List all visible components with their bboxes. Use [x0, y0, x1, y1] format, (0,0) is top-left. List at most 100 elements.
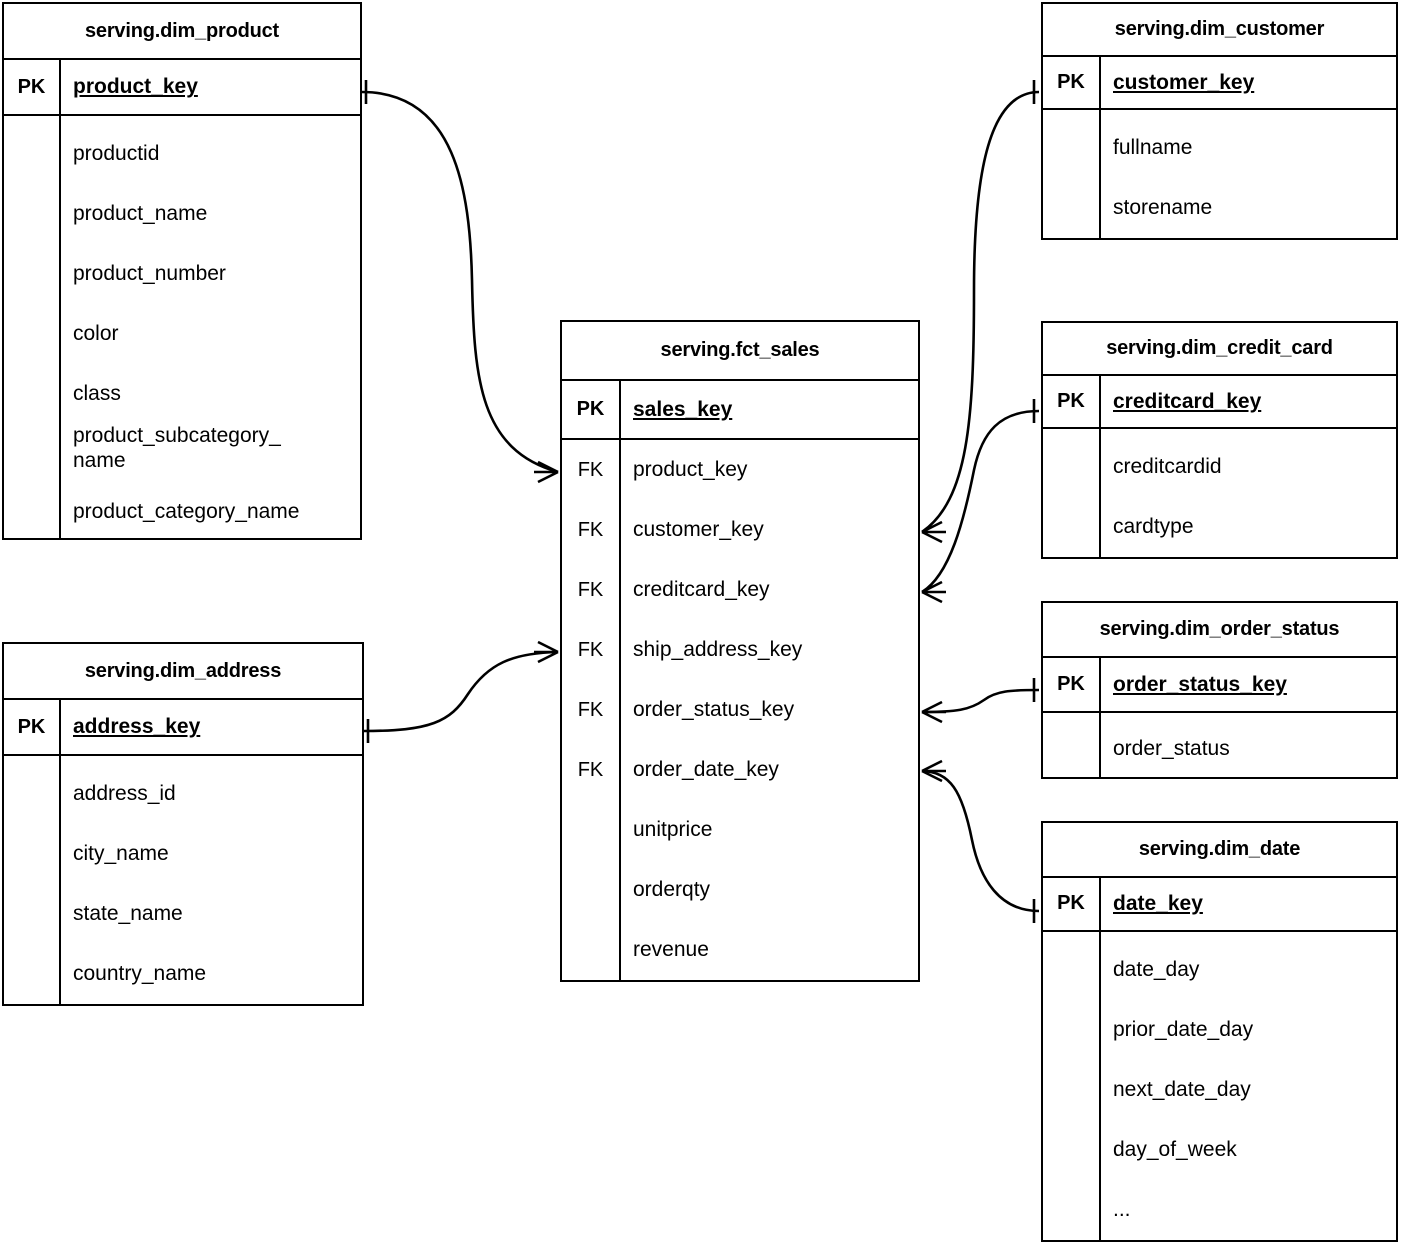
- fk-field-name: creditcard_key: [633, 578, 770, 601]
- fk-badge: FK: [562, 620, 621, 680]
- fk-badge: FK: [562, 500, 621, 560]
- attribute: product_number: [73, 262, 226, 286]
- entity-dim-address[interactable]: serving.dim_address PK address_key addre…: [2, 642, 364, 1006]
- relationship-date-to-sales: [921, 759, 1040, 923]
- entity-title-dim-credit-card: serving.dim_credit_card: [1043, 323, 1396, 376]
- attribute: storename: [1113, 196, 1213, 220]
- fk-row: FK creditcard_key: [562, 560, 918, 620]
- relationship-product-to-sales: [361, 80, 559, 484]
- pk-badge: PK: [4, 700, 61, 754]
- pk-row-dim-credit-card: PK creditcard_key: [1043, 376, 1396, 429]
- attr-list: fullname storename: [1101, 110, 1396, 238]
- pk-badge: PK: [1043, 376, 1101, 427]
- attribute: productid: [73, 142, 160, 166]
- fk-row: FK order_status_key: [562, 680, 918, 740]
- attr-list: creditcardid cardtype: [1101, 429, 1396, 557]
- attr-list: date_day prior_date_day next_date_day da…: [1101, 932, 1396, 1240]
- attributes-block-dim-address: address_id city_name state_name country_…: [4, 756, 362, 1004]
- attribute: prior_date_day: [1113, 1018, 1254, 1042]
- entity-title-dim-customer: serving.dim_customer: [1043, 4, 1396, 57]
- pk-badge: PK: [562, 381, 621, 438]
- entity-fct-sales[interactable]: serving.fct_sales PK sales_key FK produc…: [560, 320, 920, 982]
- pk-badge: PK: [1043, 877, 1101, 930]
- entity-title-dim-product: serving.dim_product: [4, 4, 360, 61]
- attr-key-column: [1043, 110, 1101, 238]
- pk-field-name: order_status_key: [1113, 672, 1287, 696]
- measure-row: unitprice: [562, 800, 918, 860]
- fk-badge: FK: [562, 560, 621, 620]
- pk-row-dim-date: PK date_key: [1043, 877, 1396, 932]
- attribute: product_name: [73, 202, 208, 226]
- attr-list: productid product_name product_number co…: [61, 116, 360, 538]
- entity-dim-date[interactable]: serving.dim_date PK date_key date_day pr…: [1041, 821, 1398, 1242]
- pk-row-dim-customer: PK customer_key: [1043, 57, 1396, 110]
- attribute: next_date_day: [1113, 1078, 1251, 1102]
- attribute: state_name: [73, 902, 183, 926]
- attributes-block-dim-customer: fullname storename: [1043, 110, 1396, 238]
- attribute: color: [73, 322, 119, 346]
- attribute: class: [73, 382, 121, 406]
- fk-field-name: order_status_key: [633, 698, 795, 721]
- fk-row: FK product_key: [562, 440, 918, 500]
- fk-row: FK ship_address_key: [562, 620, 918, 680]
- attr-list: order_status: [1101, 713, 1396, 777]
- entity-dim-credit-card[interactable]: serving.dim_credit_card PK creditcard_ke…: [1041, 321, 1398, 559]
- pk-row-dim-product: PK product_key: [4, 60, 360, 116]
- attribute: creditcardid: [1113, 455, 1222, 479]
- fk-badge: [562, 860, 621, 920]
- fk-badge: FK: [562, 740, 621, 800]
- pk-field-name: address_key: [73, 715, 201, 739]
- pk-field-name: sales_key: [633, 397, 733, 421]
- attr-key-column: [4, 116, 61, 538]
- fk-field-name: ship_address_key: [633, 638, 803, 661]
- entity-dim-product[interactable]: serving.dim_product PK product_key produ…: [2, 2, 362, 540]
- entity-dim-customer[interactable]: serving.dim_customer PK customer_key ful…: [1041, 2, 1398, 240]
- attributes-block-dim-credit-card: creditcardid cardtype: [1043, 429, 1396, 557]
- relationship-creditcard-to-sales: [921, 399, 1040, 604]
- attr-key-column: [4, 756, 61, 1004]
- attribute: product_category_name: [73, 500, 300, 524]
- attr-key-column: [1043, 932, 1101, 1240]
- fk-badge: FK: [562, 680, 621, 740]
- attribute: address_id: [73, 782, 176, 806]
- pk-row-fct-sales: PK sales_key: [562, 381, 918, 440]
- pk-field-name: creditcard_key: [1113, 389, 1262, 413]
- attr-key-column: [1043, 713, 1101, 777]
- fk-list: FK product_key FK customer_key FK credit…: [562, 440, 918, 980]
- fk-row: FK customer_key: [562, 500, 918, 560]
- attribute: day_of_week: [1113, 1138, 1237, 1162]
- entity-title-fct-sales: serving.fct_sales: [562, 322, 918, 381]
- pk-row-dim-order-status: PK order_status_key: [1043, 658, 1396, 713]
- attribute: city_name: [73, 842, 169, 866]
- measure-row: orderqty: [562, 860, 918, 920]
- pk-field-name: date_key: [1113, 891, 1203, 915]
- fk-row: FK order_date_key: [562, 740, 918, 800]
- attributes-block-dim-order-status: order_status: [1043, 713, 1396, 777]
- entity-title-dim-address: serving.dim_address: [4, 644, 362, 700]
- pk-field-name: product_key: [73, 75, 198, 99]
- fk-block-fct-sales: FK product_key FK customer_key FK credit…: [562, 440, 918, 980]
- pk-badge: PK: [1043, 57, 1101, 108]
- attribute-ellipsis: ...: [1113, 1198, 1131, 1222]
- fk-badge: [562, 920, 621, 980]
- entity-title-dim-date: serving.dim_date: [1043, 823, 1396, 878]
- relationship-address-to-sales: [363, 640, 559, 743]
- fk-field-name: product_key: [633, 458, 748, 481]
- attribute: country_name: [73, 962, 207, 986]
- attribute: date_day: [1113, 958, 1200, 982]
- relationship-orderstatus-to-sales: [921, 678, 1040, 724]
- measure-field-name: orderqty: [633, 878, 711, 901]
- attr-list: address_id city_name state_name country_…: [61, 756, 362, 1004]
- attributes-block-dim-date: date_day prior_date_day next_date_day da…: [1043, 932, 1396, 1240]
- entity-title-dim-order-status: serving.dim_order_status: [1043, 603, 1396, 658]
- pk-field-name: customer_key: [1113, 70, 1255, 94]
- measure-row: revenue: [562, 920, 918, 980]
- attribute: order_status: [1113, 737, 1230, 761]
- attribute: product_subcategory_ name: [73, 424, 281, 472]
- fk-field-name: customer_key: [633, 518, 764, 541]
- attributes-block-dim-product: productid product_name product_number co…: [4, 116, 360, 538]
- fk-field-name: order_date_key: [633, 758, 779, 781]
- measure-field-name: unitprice: [633, 818, 713, 841]
- entity-dim-order-status[interactable]: serving.dim_order_status PK order_status…: [1041, 601, 1398, 779]
